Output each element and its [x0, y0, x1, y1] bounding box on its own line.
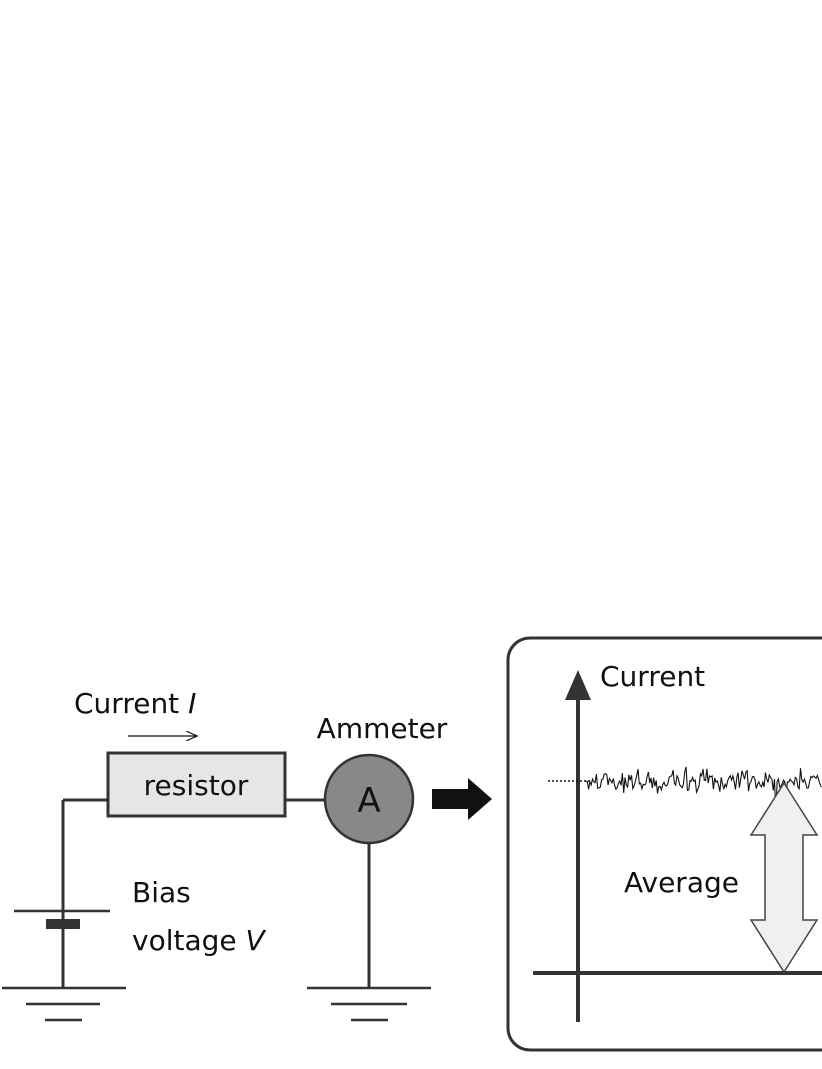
battery-short-plate — [46, 919, 80, 929]
y-axis-label: Current — [600, 660, 705, 693]
graph-panel — [506, 636, 822, 1052]
ground-symbol-right — [307, 986, 431, 1022]
bias-label-line1: Bias — [132, 876, 191, 909]
ammeter-label: Ammeter — [317, 712, 448, 745]
current-label: Current I — [74, 687, 196, 720]
average-double-arrow — [749, 781, 819, 974]
ammeter-symbol: A — [357, 781, 380, 821]
circuit-wiring — [61, 798, 371, 988]
battery-symbol — [14, 909, 110, 929]
current-noise-trace — [585, 766, 822, 815]
ground-symbol-left — [2, 986, 126, 1022]
resistor-label: resistor — [144, 769, 249, 802]
y-axis-arrowhead — [565, 670, 591, 700]
ammeter-circle — [323, 753, 415, 845]
flow-arrow — [432, 778, 492, 820]
resistor-box — [106, 751, 287, 818]
bias-label-line2: voltage V — [132, 924, 267, 957]
average-label: Average — [624, 866, 739, 899]
